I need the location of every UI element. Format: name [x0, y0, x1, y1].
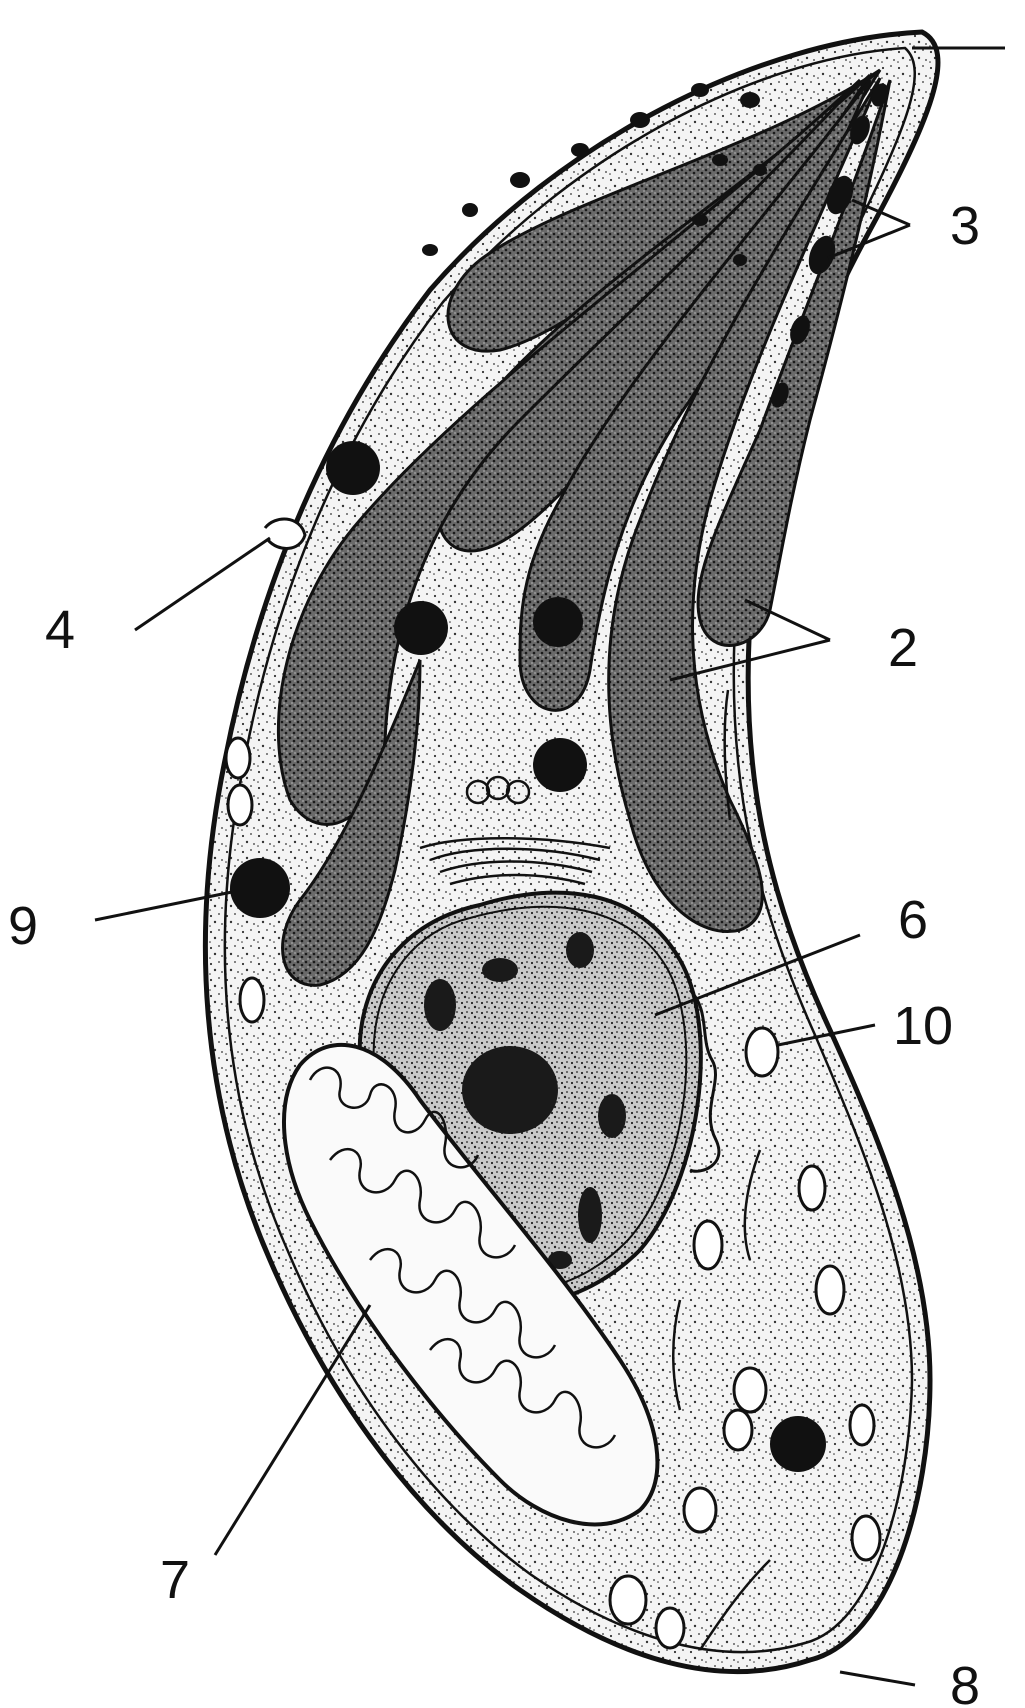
leader-4	[135, 538, 270, 630]
label-10: 10	[893, 996, 953, 1056]
label-2: 2	[888, 618, 918, 678]
label-3: 3	[950, 196, 980, 256]
label-6: 6	[898, 890, 928, 950]
dense-granule	[770, 1416, 826, 1472]
label-8: 8	[950, 1656, 980, 1708]
dense-granule-9	[230, 858, 290, 918]
dense-granule	[326, 441, 380, 495]
vacuole-10	[746, 1028, 778, 1076]
nucleolus	[462, 1046, 558, 1134]
label-9: 9	[8, 896, 38, 956]
dense-granule	[533, 597, 583, 647]
leader-7	[215, 1305, 370, 1555]
micropore	[265, 519, 305, 548]
label-4: 4	[45, 600, 75, 660]
label-7: 7	[160, 1550, 190, 1610]
dense-granule	[533, 738, 587, 792]
leader-8	[840, 1672, 915, 1685]
dense-granule	[394, 601, 448, 655]
